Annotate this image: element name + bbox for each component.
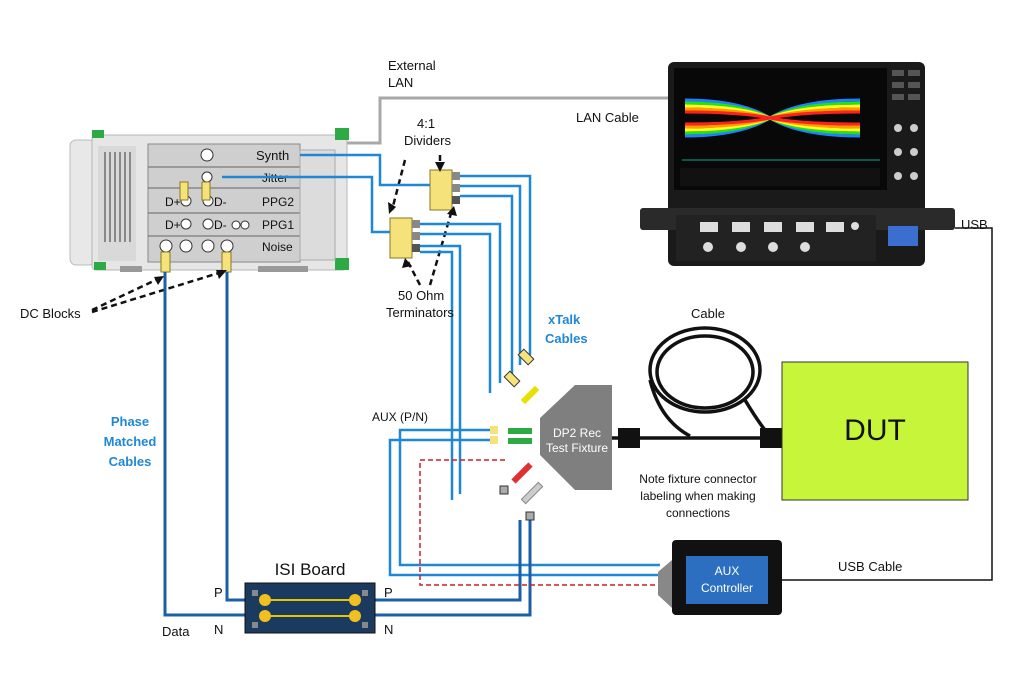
p-right-label: P — [384, 585, 393, 600]
test-fixture: DP2 Rec Test Fixture — [490, 348, 612, 521]
terminators-label-2: Terminators — [386, 305, 454, 320]
ppg2-label: PPG2 — [262, 195, 294, 209]
annotation-arrows — [91, 155, 454, 314]
lan-cable-label: LAN Cable — [576, 110, 639, 125]
dc-block-2 — [221, 251, 232, 273]
external-lan-label-1: External — [388, 58, 436, 73]
d-plus-top: D+ — [165, 195, 181, 209]
aux-label-1: AUX — [715, 564, 740, 578]
p-left-label: P — [214, 585, 223, 600]
fixture-label-2: Test Fixture — [546, 441, 608, 455]
green-latch-tr — [335, 128, 349, 140]
usb-cable-label: USB Cable — [838, 559, 902, 574]
green-latch-tl — [92, 130, 104, 138]
aux-cable-red — [419, 459, 665, 586]
oscilloscope — [640, 62, 955, 266]
aux-label-2: Controller — [701, 581, 753, 595]
dc-block-1 — [160, 251, 171, 273]
usb-cable — [782, 227, 993, 581]
eye-diagram — [684, 98, 861, 138]
isi-board — [244, 582, 376, 634]
xtalk-label-2: Cables — [545, 331, 588, 346]
note-label-2: labeling when making — [640, 489, 755, 503]
dividers-label-2: Dividers — [404, 133, 451, 148]
n-right-label: N — [384, 622, 393, 637]
n-left-label: N — [214, 622, 223, 637]
green-latch-br — [335, 258, 349, 270]
isi-board-label: ISI Board — [275, 560, 346, 579]
lan-cable — [343, 96, 668, 145]
divider-bottom — [389, 217, 413, 259]
phase-label-2: Matched — [104, 434, 157, 449]
external-lan-label-2: LAN — [388, 75, 413, 90]
loop-cable — [612, 326, 772, 440]
ppg1-label: PPG1 — [262, 218, 294, 232]
aux-pn-label: AUX (P/N) — [372, 410, 428, 424]
d-plus-bot: D+ — [165, 218, 181, 232]
phase-label-1: Phase — [111, 414, 149, 429]
terminators-label-1: 50 Ohm — [398, 288, 444, 303]
synth-label: Synth — [256, 148, 289, 163]
dividers-label-1: 4:1 — [417, 116, 435, 131]
note-label-3: connections — [666, 506, 730, 520]
dut-label: DUT — [844, 414, 906, 447]
aux-controller: AUX Controller — [658, 540, 782, 615]
green-latch-bl — [94, 262, 106, 270]
data-label: Data — [162, 624, 190, 639]
fixture-label-1: DP2 Rec — [553, 426, 601, 440]
divider-top — [429, 169, 453, 211]
usb-label: USB — [961, 217, 988, 232]
d-minus-bot: D- — [214, 218, 227, 232]
dc-blocks-label: DC Blocks — [20, 306, 81, 321]
cable-label: Cable — [691, 306, 725, 321]
note-label-1: Note fixture connector — [639, 472, 756, 486]
noise-label: Noise — [262, 240, 293, 254]
signal-generator: Synth Jitter PPG2 PPG1 Noise D+ D- D+ D- — [69, 128, 349, 273]
phase-label-3: Cables — [109, 454, 152, 469]
phase-matched-cables — [163, 272, 532, 617]
dut-box — [781, 361, 969, 501]
d-minus-top: D- — [214, 195, 227, 209]
xtalk-label-1: xTalk — [548, 312, 581, 327]
